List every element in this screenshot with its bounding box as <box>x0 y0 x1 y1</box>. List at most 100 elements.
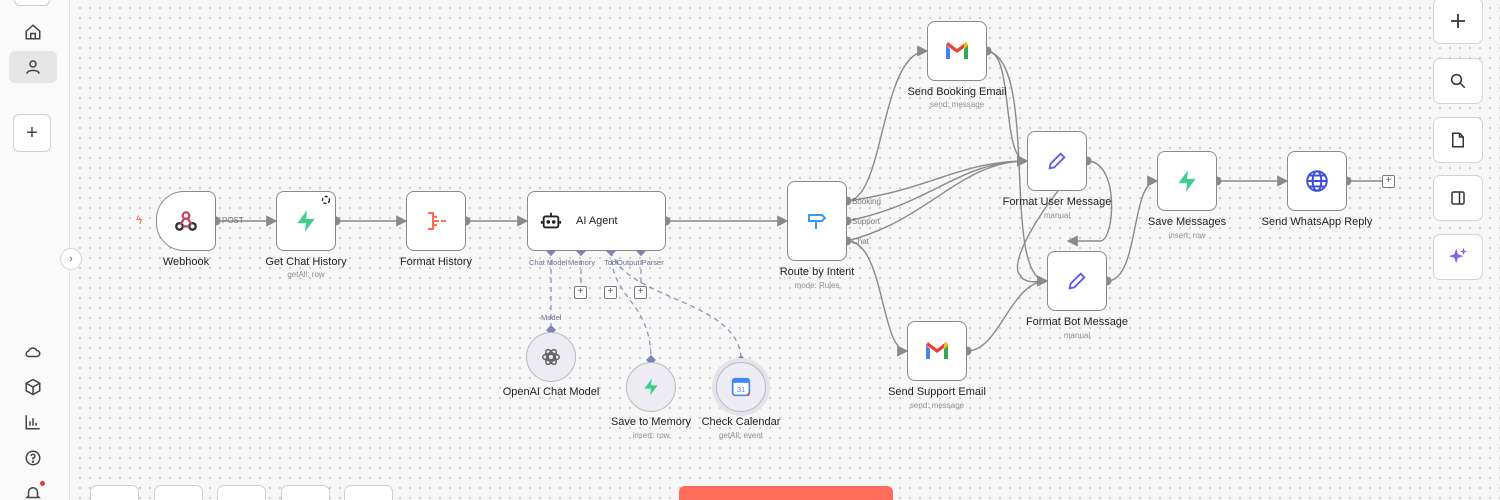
route-output-chat: Chat <box>852 237 869 246</box>
plus-icon <box>1451 14 1465 28</box>
agent-port-chat-model: Chat Model <box>529 258 568 267</box>
node-send-booking-email[interactable] <box>927 21 987 81</box>
wire-support-email <box>846 240 909 357</box>
search-button[interactable] <box>1433 58 1483 104</box>
add-output-parser-button[interactable]: + <box>634 286 647 299</box>
gmail-icon <box>946 42 968 59</box>
node-check-calendar[interactable]: 31 <box>716 362 766 412</box>
execute-workflow-button[interactable] <box>679 486 893 500</box>
help-icon[interactable] <box>9 442 57 474</box>
node-sub-route-by-intent: mode: Rules <box>794 281 840 290</box>
route-output-booking: Booking <box>852 197 881 206</box>
wire-bookingemail-botmsg <box>986 50 1049 287</box>
node-sub-send-booking-email: send: message <box>929 100 985 109</box>
wire-booking-usermsg <box>846 155 1029 202</box>
node-sub-save-messages: insert: row <box>1168 231 1206 240</box>
agent-port-memory: Memory <box>568 258 596 267</box>
pen-icon <box>1068 272 1086 290</box>
node-label-route-by-intent: Route by Intent <box>779 266 855 278</box>
node-label-send-support-email: Send Support Email <box>888 386 986 398</box>
search-icon <box>1450 73 1466 89</box>
add-next-node-button[interactable]: + <box>1382 175 1395 188</box>
wire-booking-email <box>846 45 929 202</box>
tidy-up-button[interactable] <box>344 485 393 500</box>
node-label-save-messages: Save Messages <box>1147 216 1227 228</box>
svg-text:31: 31 <box>737 385 745 394</box>
add-workflow-button[interactable]: + <box>13 114 51 152</box>
google-calendar-icon: 31 <box>731 377 751 397</box>
user-icon[interactable] <box>9 51 57 83</box>
wire-bookingemail-usermsg <box>986 50 1028 162</box>
supabase-icon <box>644 378 658 396</box>
node-sub-save-to-memory: insert: row <box>632 431 670 440</box>
insights-icon[interactable] <box>9 406 57 438</box>
zoom-in-button[interactable] <box>154 485 203 500</box>
node-sub-get-chat-history: getAll: row <box>287 270 325 279</box>
wire-chat-usermsg <box>846 155 1029 242</box>
node-webhook[interactable] <box>156 191 216 251</box>
node-save-to-memory[interactable] <box>626 362 676 412</box>
node-label-webhook: Webhook <box>162 256 210 268</box>
sticky-note-button[interactable] <box>1433 117 1483 163</box>
node-label-openai-chat-model: OpenAI Chat Model <box>502 386 600 398</box>
reset-zoom-button[interactable] <box>281 485 330 500</box>
home-icon[interactable] <box>9 16 57 48</box>
ai-agent-title: AI Agent <box>576 215 618 227</box>
add-node-button[interactable] <box>1433 0 1483 44</box>
trigger-bolt-icon: ϟ <box>136 213 143 227</box>
wire-usermsg-botmsg <box>1066 160 1113 247</box>
node-get-chat-history[interactable] <box>276 191 336 251</box>
node-sub-check-calendar: getAll: event <box>718 431 764 440</box>
panel-icon <box>1451 191 1465 205</box>
robot-icon <box>540 212 562 229</box>
zoom-to-fit-button[interactable] <box>90 485 139 500</box>
agent-port-output-parser: Output Parser <box>617 258 664 267</box>
node-sub-send-support-email: send: message <box>909 401 965 410</box>
node-label-send-booking-email: Send Booking Email <box>907 86 1007 98</box>
node-format-user-message[interactable] <box>1027 131 1087 191</box>
globe-icon <box>1306 170 1328 192</box>
notification-dot <box>40 481 45 486</box>
node-send-support-email[interactable] <box>907 321 967 381</box>
node-save-messages[interactable] <box>1157 151 1217 211</box>
node-ai-agent[interactable]: AI Agent <box>527 191 666 251</box>
route-output-support: Support <box>852 217 881 226</box>
sparkle-icon <box>1448 247 1468 264</box>
ai-assistant-button[interactable] <box>1433 234 1483 280</box>
add-memory-button[interactable]: + <box>574 286 587 299</box>
wire-support-usermsg <box>846 155 1029 222</box>
node-route-by-intent[interactable] <box>787 181 847 261</box>
node-label-format-history: Format History <box>399 256 473 268</box>
node-label-send-whatsapp-reply: Send WhatsApp Reply <box>1261 216 1373 228</box>
node-label-check-calendar: Check Calendar <box>701 416 781 428</box>
zoom-out-button[interactable] <box>217 485 266 500</box>
cloud-icon[interactable] <box>9 336 57 368</box>
bell-icon[interactable] <box>9 477 57 500</box>
node-send-whatsapp-reply[interactable] <box>1287 151 1347 211</box>
node-status-icon <box>321 195 331 205</box>
node-format-history[interactable] <box>406 191 466 251</box>
wire-agent-tool-calendar <box>610 250 742 361</box>
note-icon <box>1452 132 1464 148</box>
node-format-bot-message[interactable] <box>1047 251 1107 311</box>
webhook-port-label: POST <box>222 216 244 225</box>
toggle-panel-button[interactable] <box>1433 175 1483 221</box>
code-icon <box>428 212 446 230</box>
main-sidebar: + <box>0 0 70 500</box>
sidebar-top-button[interactable] <box>14 0 50 6</box>
wire-agent-tool-memory <box>610 250 652 361</box>
supabase-icon <box>297 210 315 232</box>
model-port-label: Model <box>541 313 562 322</box>
box-icon[interactable] <box>9 371 57 403</box>
sidebar-collapse-button[interactable]: › <box>60 248 82 270</box>
node-label-save-to-memory: Save to Memory <box>610 416 692 428</box>
workflow-canvas[interactable] <box>72 0 1500 500</box>
node-label-format-user-message: Format User Message <box>1002 196 1112 208</box>
switch-icon <box>808 214 827 229</box>
agent-port-tool: Tool <box>604 258 618 267</box>
add-tool-button[interactable]: + <box>604 286 617 299</box>
node-openai-chat-model[interactable] <box>526 332 576 382</box>
node-label-format-bot-message: Format Bot Message <box>1025 316 1129 328</box>
pen-icon <box>1048 152 1066 170</box>
openai-icon <box>542 348 560 366</box>
